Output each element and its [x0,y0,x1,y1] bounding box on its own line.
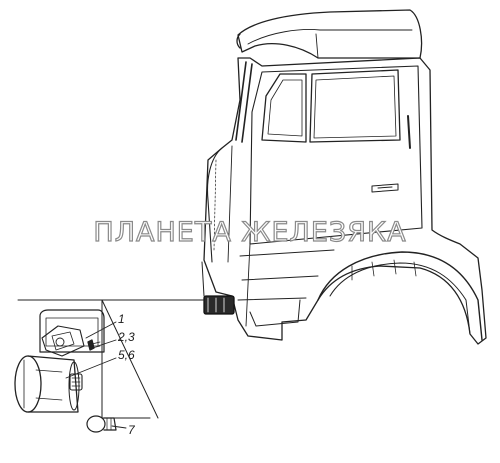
part-5-6-lamp-body [14,355,83,413]
part-7-bulb [86,415,117,433]
part-1-bracket [41,325,85,357]
roof-fairing [237,9,423,59]
lamp-housing-frame [39,309,105,353]
cab-body-outline [203,57,487,345]
callout-7: 7 [128,423,135,437]
exploded-parts [14,309,117,433]
mirror-arm [235,61,253,143]
callout-1: 1 [118,312,125,326]
truck-cab [201,9,487,345]
callout-5-6: 5,6 [118,348,135,362]
wheel-arch [317,251,483,341]
cab-step [237,249,335,301]
cab-door [249,65,423,245]
door-window-front [261,73,307,143]
headlamp-cluster [203,295,235,315]
part-2-3-screws [87,339,101,351]
door-handle [371,183,399,193]
door-window-rear [309,69,401,143]
callout-2-3: 2,3 [118,330,135,344]
callout-leaders [65,321,127,429]
front-corner-panel [206,147,223,263]
